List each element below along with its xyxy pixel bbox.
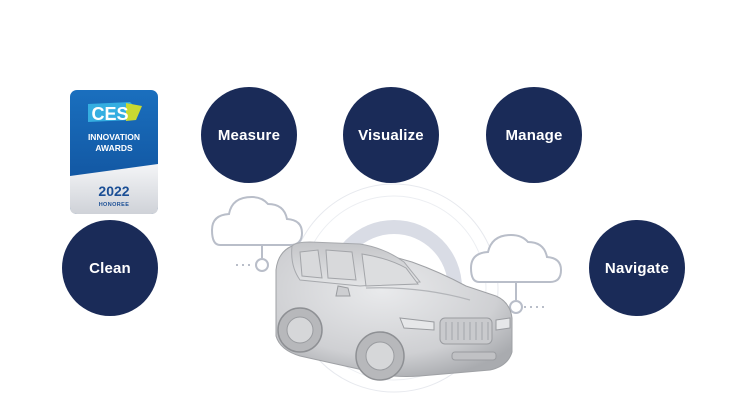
suv-car-image	[275, 241, 513, 381]
manage-circle[interactable]: Manage	[486, 87, 582, 183]
navigate-label: Navigate	[604, 259, 670, 277]
wheel	[355, 331, 405, 381]
manage-label: Manage	[505, 126, 563, 144]
cloud-icon-left	[210, 195, 304, 272]
wheel	[277, 307, 323, 353]
cloud-icon-right	[469, 233, 563, 314]
badge-year: 2022	[98, 183, 129, 199]
badge-line-awards: AWARDS	[95, 143, 133, 153]
ces-logo-text: CES	[91, 104, 128, 124]
clean-circle[interactable]: Clean	[62, 220, 158, 316]
ces-innovation-awards-badge: CES INNOVATION AWARDS 2022 HONOREE	[70, 90, 158, 214]
clean-label: Clean	[89, 259, 131, 277]
badge-line-innovation: INNOVATION	[88, 132, 140, 142]
navigate-circle[interactable]: Navigate	[589, 220, 685, 316]
visualize-circle[interactable]: Visualize	[343, 87, 439, 183]
visualize-label: Visualize	[358, 126, 424, 144]
measure-circle[interactable]: Measure	[201, 87, 297, 183]
measure-label: Measure	[217, 126, 281, 144]
badge-honoree: HONOREE	[99, 202, 130, 208]
